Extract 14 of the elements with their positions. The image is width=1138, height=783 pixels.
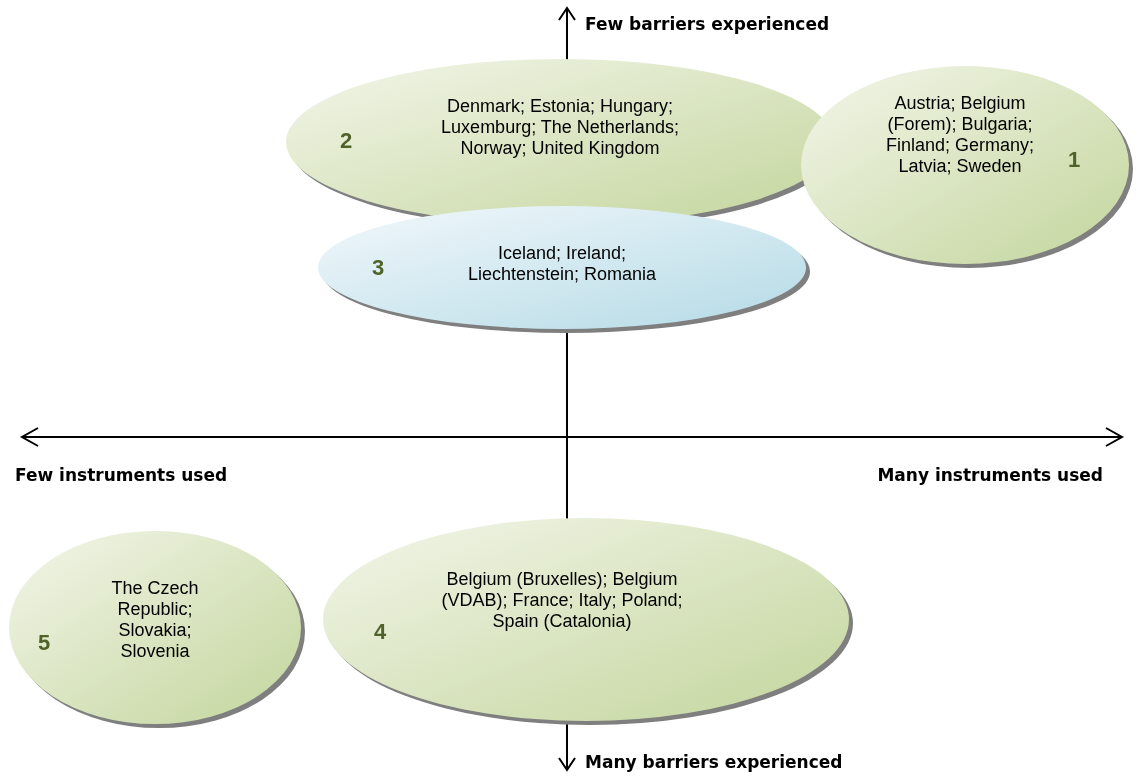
axis-label: Many barriers experienced: [585, 752, 843, 772]
group-number: 2: [340, 128, 353, 154]
axis-label: Few instruments used: [15, 465, 228, 485]
group-number: 1: [1068, 147, 1081, 173]
axis-label: Few barriers experienced: [585, 14, 830, 34]
group-number: 5: [38, 630, 51, 656]
axis-label: Many instruments used: [877, 465, 1103, 485]
country-list: Denmark; Estonia; Hungary; Luxemburg; The Netherlands; Norway; United Kingdom: [410, 96, 710, 159]
group-number: 4: [374, 619, 387, 645]
group-number: 3: [372, 255, 385, 281]
country-list: Iceland; Ireland; Liechtenstein; Romania: [447, 243, 677, 285]
country-list: The Czech Republic; Slovakia; Slovenia: [93, 578, 217, 662]
country-list: Belgium (Bruxelles); Belgium (VDAB); France; Italy; Poland; Spain (Catalonia): [432, 569, 692, 632]
country-list: Austria; Belgium (Forem); Bulgaria; Finland; Germany; Latvia; Sweden: [880, 93, 1040, 177]
